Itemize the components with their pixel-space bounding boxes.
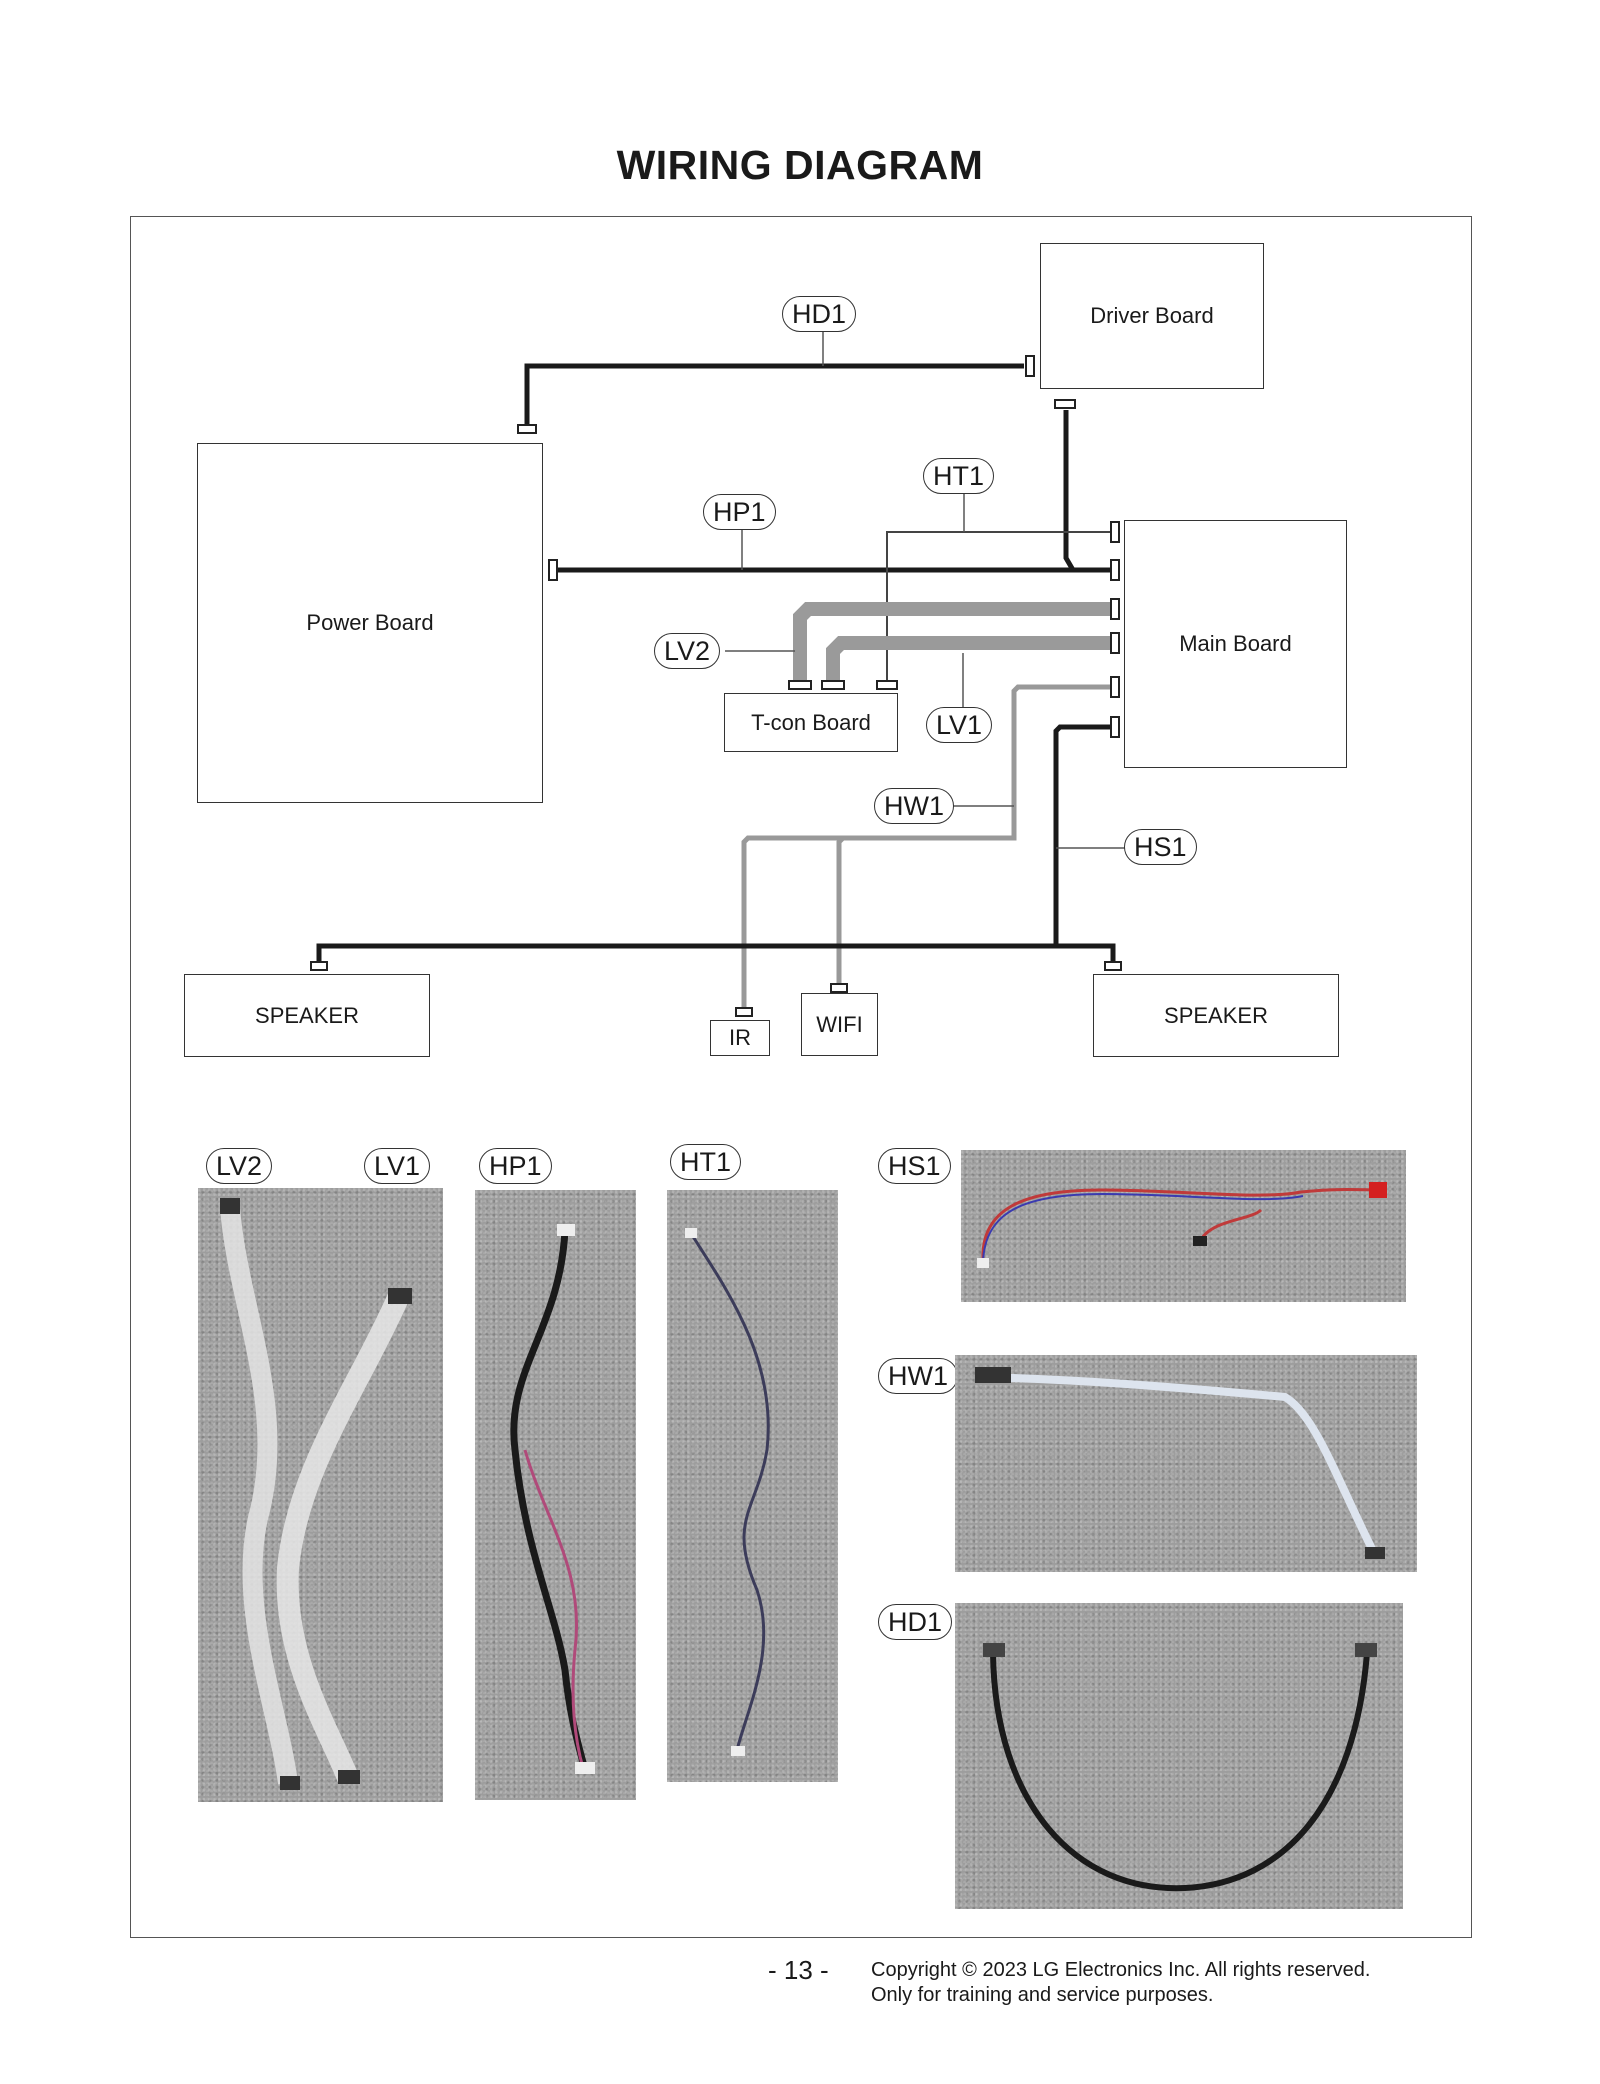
photo-tag-ht1: HT1 (670, 1144, 742, 1180)
cable-tag-hw1: HW1 (874, 788, 954, 824)
driver-board-label: Driver Board (1090, 303, 1214, 328)
copyright-line-2: Only for training and service purposes. (871, 1984, 1214, 2006)
photo-hd1-cable (955, 1603, 1403, 1909)
ir-module-label: IR (729, 1025, 751, 1050)
cable-tag-ht1: HT1 (923, 458, 995, 494)
tcon-board: T-con Board (724, 693, 898, 752)
cable-hw1-wifi (836, 836, 845, 986)
speaker-left-label: SPEAKER (255, 1002, 359, 1028)
photo-hp1-cable (475, 1190, 636, 1800)
copyright-line-1: Copyright © 2023 LG Electronics Inc. All… (871, 1959, 1371, 1981)
driver-board: Driver Board (1040, 243, 1264, 389)
cable-lv2 (793, 602, 1113, 683)
photo-lv-cables (198, 1188, 443, 1802)
cable-hw1 (741, 684, 1113, 1010)
cable-tag-lv1: LV1 (926, 707, 993, 743)
speaker-left: SPEAKER (184, 974, 430, 1057)
photo-ht1-cable (667, 1190, 838, 1782)
cable-lv1 (826, 636, 1113, 683)
photo-hs1-cable (961, 1150, 1406, 1302)
speaker-right: SPEAKER (1093, 974, 1339, 1057)
cable-tag-lv2: LV2 (654, 633, 721, 669)
page-number: - 13 - (768, 1955, 829, 1985)
photo-tag-hw1: HW1 (878, 1358, 958, 1394)
cable-driver-main (1063, 410, 1113, 573)
wifi-module-label: WIFI (816, 1011, 863, 1037)
photo-tag-hd1: HD1 (878, 1604, 953, 1640)
cable-hs1-speakers (316, 943, 1116, 962)
power-board: Power Board (197, 443, 543, 803)
photo-tag-lv1: LV1 (364, 1148, 431, 1184)
cable-tag-hp1: HP1 (703, 494, 776, 530)
cable-hd1 (524, 363, 1024, 425)
diagram-frame (130, 216, 1472, 1938)
tcon-board-label: T-con Board (751, 709, 871, 735)
photo-tag-hs1: HS1 (878, 1148, 951, 1184)
cable-tag-hs1: HS1 (1124, 829, 1197, 865)
photo-tag-hp1: HP1 (479, 1148, 552, 1184)
cable-tag-hd1: HD1 (782, 296, 857, 332)
power-board-label: Power Board (306, 610, 434, 635)
photo-hw1-cable (955, 1355, 1417, 1572)
wifi-module: WIFI (801, 993, 878, 1056)
photo-tag-lv2: LV2 (206, 1148, 273, 1184)
ir-module: IR (710, 1020, 770, 1056)
main-board-label: Main Board (1179, 631, 1292, 656)
page-title: WIRING DIAGRAM (616, 142, 984, 188)
cable-hs1 (1053, 724, 1113, 946)
cable-ht1 (886, 531, 1113, 683)
copyright-notice: Copyright © 2023 LG Electronics Inc. All… (871, 1958, 1370, 2008)
speaker-right-label: SPEAKER (1164, 1002, 1268, 1028)
connectors (310, 355, 1122, 1017)
main-board: Main Board (1124, 520, 1347, 768)
